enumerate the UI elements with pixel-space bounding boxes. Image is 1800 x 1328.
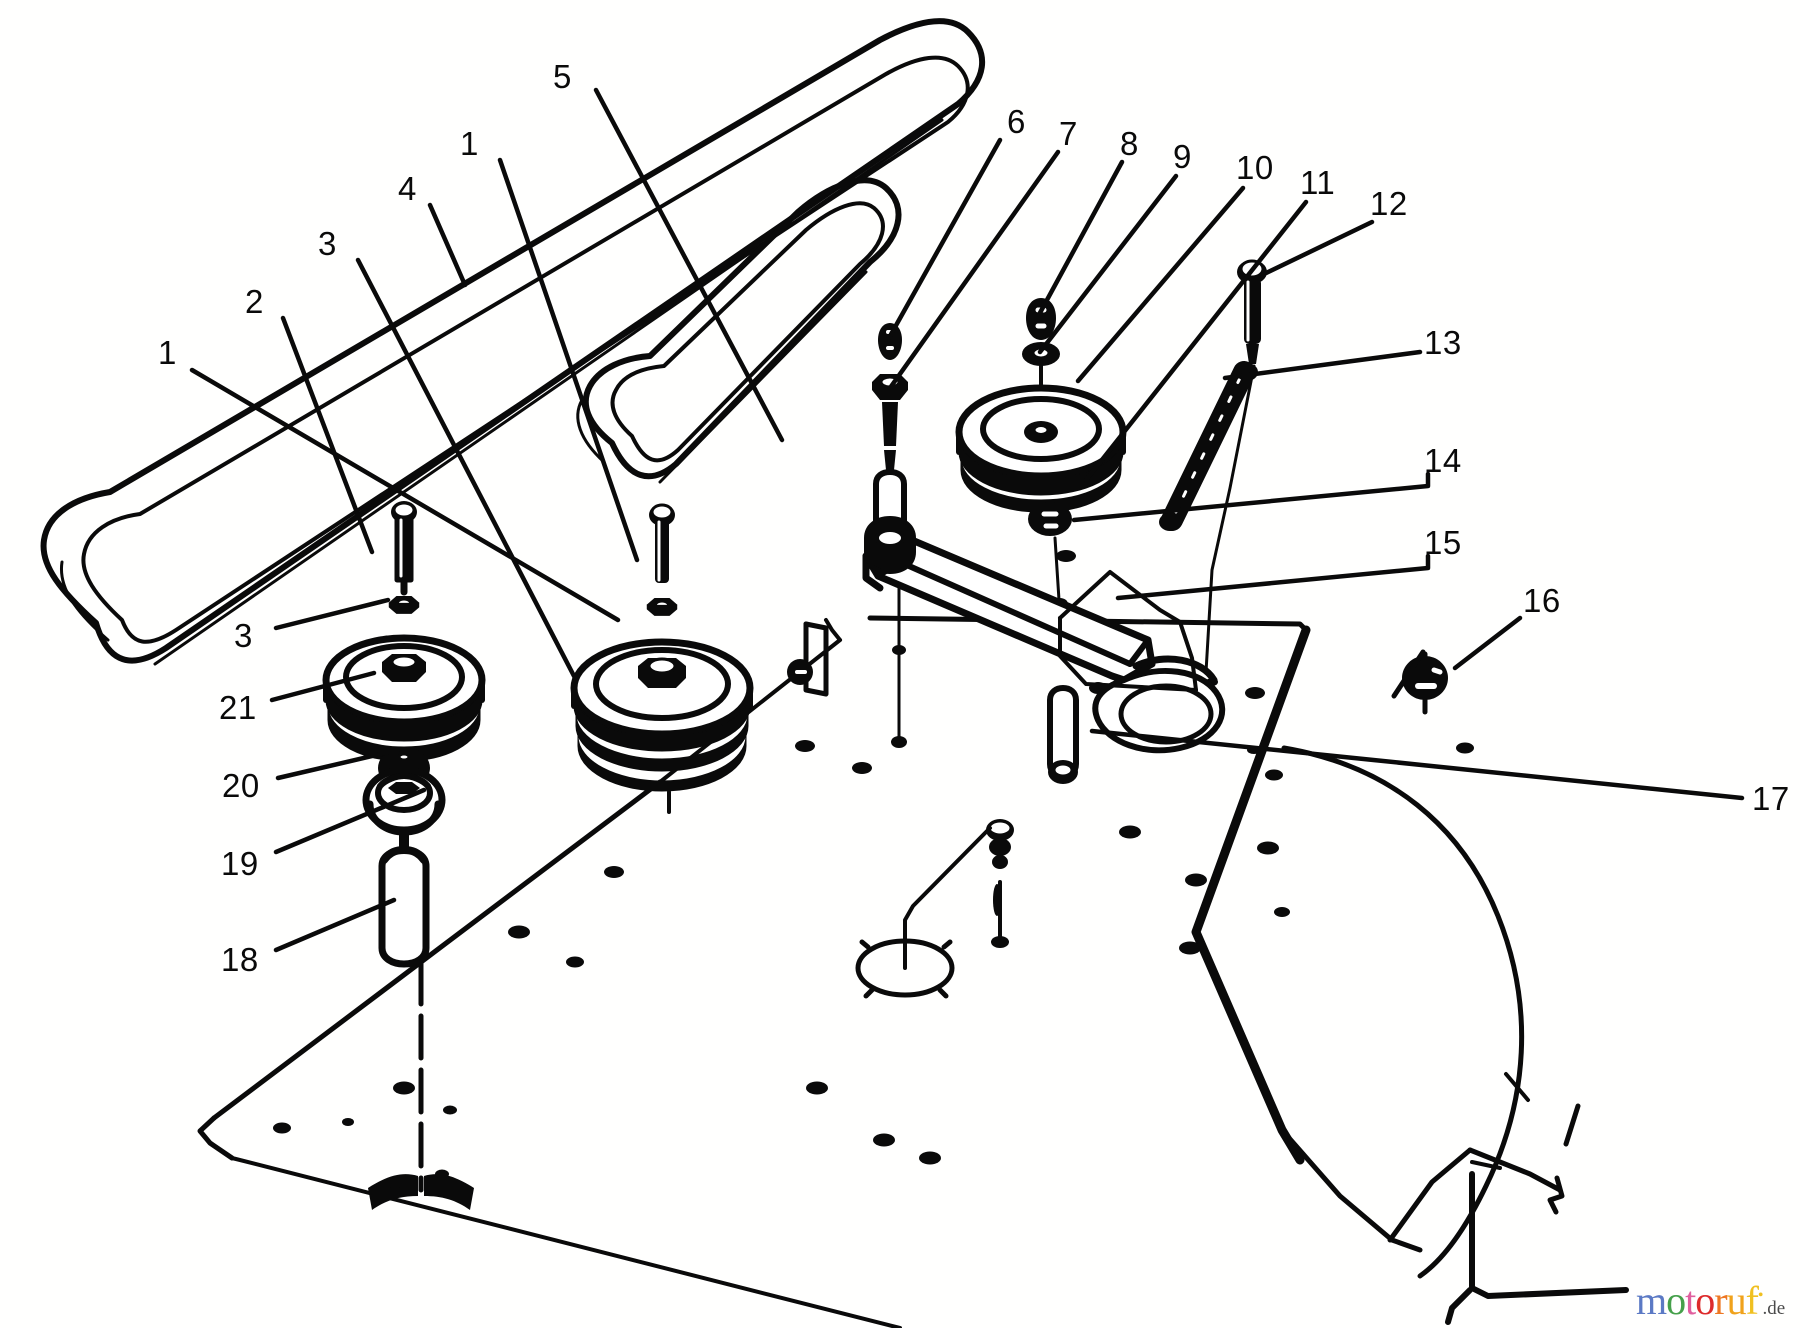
callout-number-3-left: 3 [234, 617, 253, 654]
watermark-tld: .de [1762, 1298, 1786, 1319]
callout-number-6: 6 [1007, 103, 1026, 140]
callout-number-10: 10 [1236, 149, 1274, 186]
idler-pulley-10 [955, 384, 1127, 513]
deck-mounting-holes [273, 550, 1474, 1165]
blade-silhouette [368, 1174, 474, 1210]
motoruf-watermark: motoruf•.de [1636, 1281, 1785, 1321]
watermark-letter-u-5: u [1726, 1278, 1747, 1323]
spring-anchor-plate [1058, 570, 1198, 692]
callout-number-21: 21 [219, 689, 257, 726]
callout-number-5: 5 [553, 58, 572, 95]
bolt-shank-7 [882, 402, 898, 470]
watermark-letter-o-3: o [1695, 1278, 1715, 1323]
callout-number-7: 7 [1059, 115, 1078, 152]
spindle-bearing-left-inner [388, 782, 420, 794]
callout-number-18: 18 [221, 941, 259, 978]
callout-number-15: 15 [1424, 524, 1462, 561]
callout-number-3-top: 3 [318, 225, 337, 262]
callout-number-19: 19 [221, 845, 259, 882]
callout-number-11: 11 [1300, 164, 1336, 201]
watermark-accent-dot: • [1757, 1286, 1764, 1304]
extension-spring-13 [1161, 361, 1255, 531]
callout-leader-lines [189, 87, 1745, 953]
idler-arm-pivot-14 [864, 516, 916, 574]
idler-pivot-ring [1118, 683, 1214, 745]
hex-nut-8 [1026, 298, 1056, 340]
watermark-letter-o-1: o [1666, 1278, 1686, 1323]
watermark-letter-r-4: r [1714, 1278, 1727, 1323]
hex-nut-center [645, 597, 679, 617]
drive-belt-inner-inner-edge [610, 201, 885, 463]
drive-belt-outer-inner-edge [81, 55, 970, 644]
callout-number-17: 17 [1752, 780, 1790, 817]
watermark-letter-m-0: m [1636, 1278, 1667, 1323]
callout-number-2: 2 [245, 283, 264, 320]
deck-hole-bottom-marks [390, 1169, 449, 1190]
watermark-letter-f-6: f [1745, 1278, 1759, 1323]
drive-belt-inner-thickness [576, 270, 868, 484]
watermark-letter-t-2: t [1685, 1278, 1696, 1323]
carriage-bolt-6 [878, 323, 902, 360]
hex-nut-left [387, 595, 421, 615]
drive-belt-outer [40, 18, 986, 664]
callout-number-4: 4 [398, 170, 417, 207]
callout-number-9: 9 [1173, 138, 1192, 175]
drive-belt-outer-thickness [59, 118, 944, 666]
callout-number-20: 20 [222, 767, 260, 804]
callout-number-1-top: 1 [460, 125, 479, 162]
callout-number-13: 13 [1424, 324, 1462, 361]
callout-number-14: 14 [1424, 442, 1462, 479]
idler-arm-bracket-15 [862, 531, 1226, 754]
callout-number-16: 16 [1523, 582, 1561, 619]
spindle-bearing-left [362, 766, 446, 836]
drive-belt-inner [582, 177, 902, 480]
callout-number-1-left: 1 [158, 334, 177, 371]
pulley-spacer-11 [1028, 502, 1072, 536]
deck-small-bracket [803, 621, 829, 697]
callout-number-8: 8 [1120, 125, 1139, 162]
spindle-shaft-left [378, 829, 430, 968]
callout-number-12: 12 [1370, 185, 1408, 222]
